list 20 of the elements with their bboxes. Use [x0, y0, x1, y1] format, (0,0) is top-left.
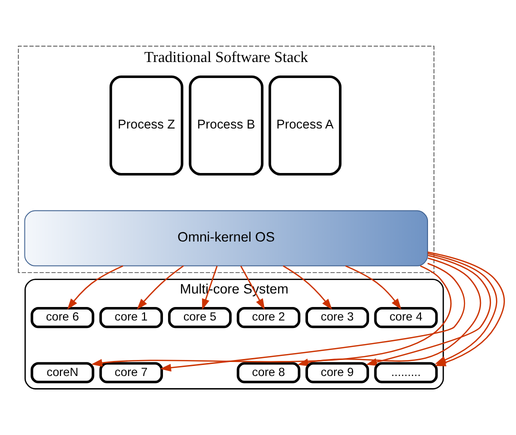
node-box: core 9 — [305, 362, 370, 384]
arrow — [282, 265, 332, 310]
node-box: Process B — [188, 75, 264, 176]
node-box: core 2 — [236, 306, 300, 328]
node-box: core 8 — [236, 362, 300, 384]
node-box: Omni-kernel OS — [24, 210, 428, 266]
node-box: core 1 — [99, 306, 163, 328]
node-box: core 3 — [305, 306, 370, 328]
arrow — [136, 265, 184, 310]
node-box: core 6 — [30, 306, 94, 328]
node-box: core 5 — [168, 306, 232, 328]
arrow — [345, 265, 402, 310]
arrow — [160, 262, 466, 372]
node-box: ......... — [374, 362, 438, 384]
node-box: Process A — [268, 75, 342, 176]
node-box: core 7 — [99, 362, 163, 384]
node-box: core 4 — [374, 306, 438, 328]
node-box: Process Z — [110, 75, 184, 176]
node-box: coreN — [30, 362, 94, 384]
arrow — [67, 265, 124, 310]
